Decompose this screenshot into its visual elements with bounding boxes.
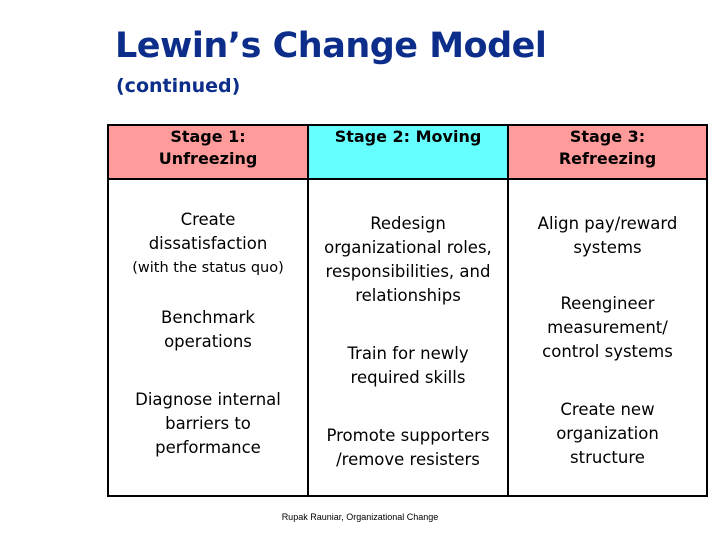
header-row: Stage 1: Unfreezing Stage 2: Moving Stag… bbox=[107, 124, 708, 180]
stage-3-cell: Align pay/reward systems Reengineer meas… bbox=[507, 178, 708, 497]
stage-3-item: Reengineer measurement/ control systems bbox=[542, 294, 673, 361]
stage-1-item: Diagnose internal barriers to performanc… bbox=[135, 390, 281, 457]
header-stage-2: Stage 2: Moving bbox=[307, 124, 509, 180]
stage-1-item-1-note: (with the status quo) bbox=[132, 260, 284, 276]
header-stage-1-line1: Stage 1: bbox=[170, 127, 246, 146]
header-stage-1-line2: Unfreezing bbox=[158, 149, 258, 168]
slide-subtitle: (continued) bbox=[116, 75, 241, 97]
stage-1-item: Create dissatisfaction (with the status … bbox=[109, 208, 307, 280]
stages-table: Stage 1: Unfreezing Stage 2: Moving Stag… bbox=[107, 124, 708, 497]
header-stage-1: Stage 1: Unfreezing bbox=[107, 124, 309, 180]
slide-footer: Rupak Rauniar, Organizational Change bbox=[281, 512, 439, 522]
stage-2-item: Redesign organizational roles, responsib… bbox=[324, 214, 492, 305]
body-row: Create dissatisfaction (with the status … bbox=[107, 178, 708, 497]
stage-1-item: Benchmark operations bbox=[161, 308, 255, 351]
stage-1-item-1-main: Create dissatisfaction bbox=[148, 210, 268, 253]
header-stage-3-line2: Refreezing bbox=[558, 149, 657, 168]
stage-1-cell: Create dissatisfaction (with the status … bbox=[107, 178, 309, 497]
stage-2-item: Promote supporters /remove resisters bbox=[326, 426, 490, 469]
stage-2-cell: Redesign organizational roles, responsib… bbox=[307, 178, 509, 497]
stage-3-item: Align pay/reward systems bbox=[537, 214, 678, 257]
stage-2-item: Train for newly required skills bbox=[347, 344, 469, 387]
header-stage-2-line1: Stage 2: Moving bbox=[334, 127, 482, 146]
slide-title: Lewin’s Change Model bbox=[115, 26, 547, 66]
header-stage-3-line1: Stage 3: bbox=[569, 127, 646, 146]
stage-3-item: Create new organization structure bbox=[556, 400, 659, 467]
header-stage-3: Stage 3: Refreezing bbox=[507, 124, 708, 180]
